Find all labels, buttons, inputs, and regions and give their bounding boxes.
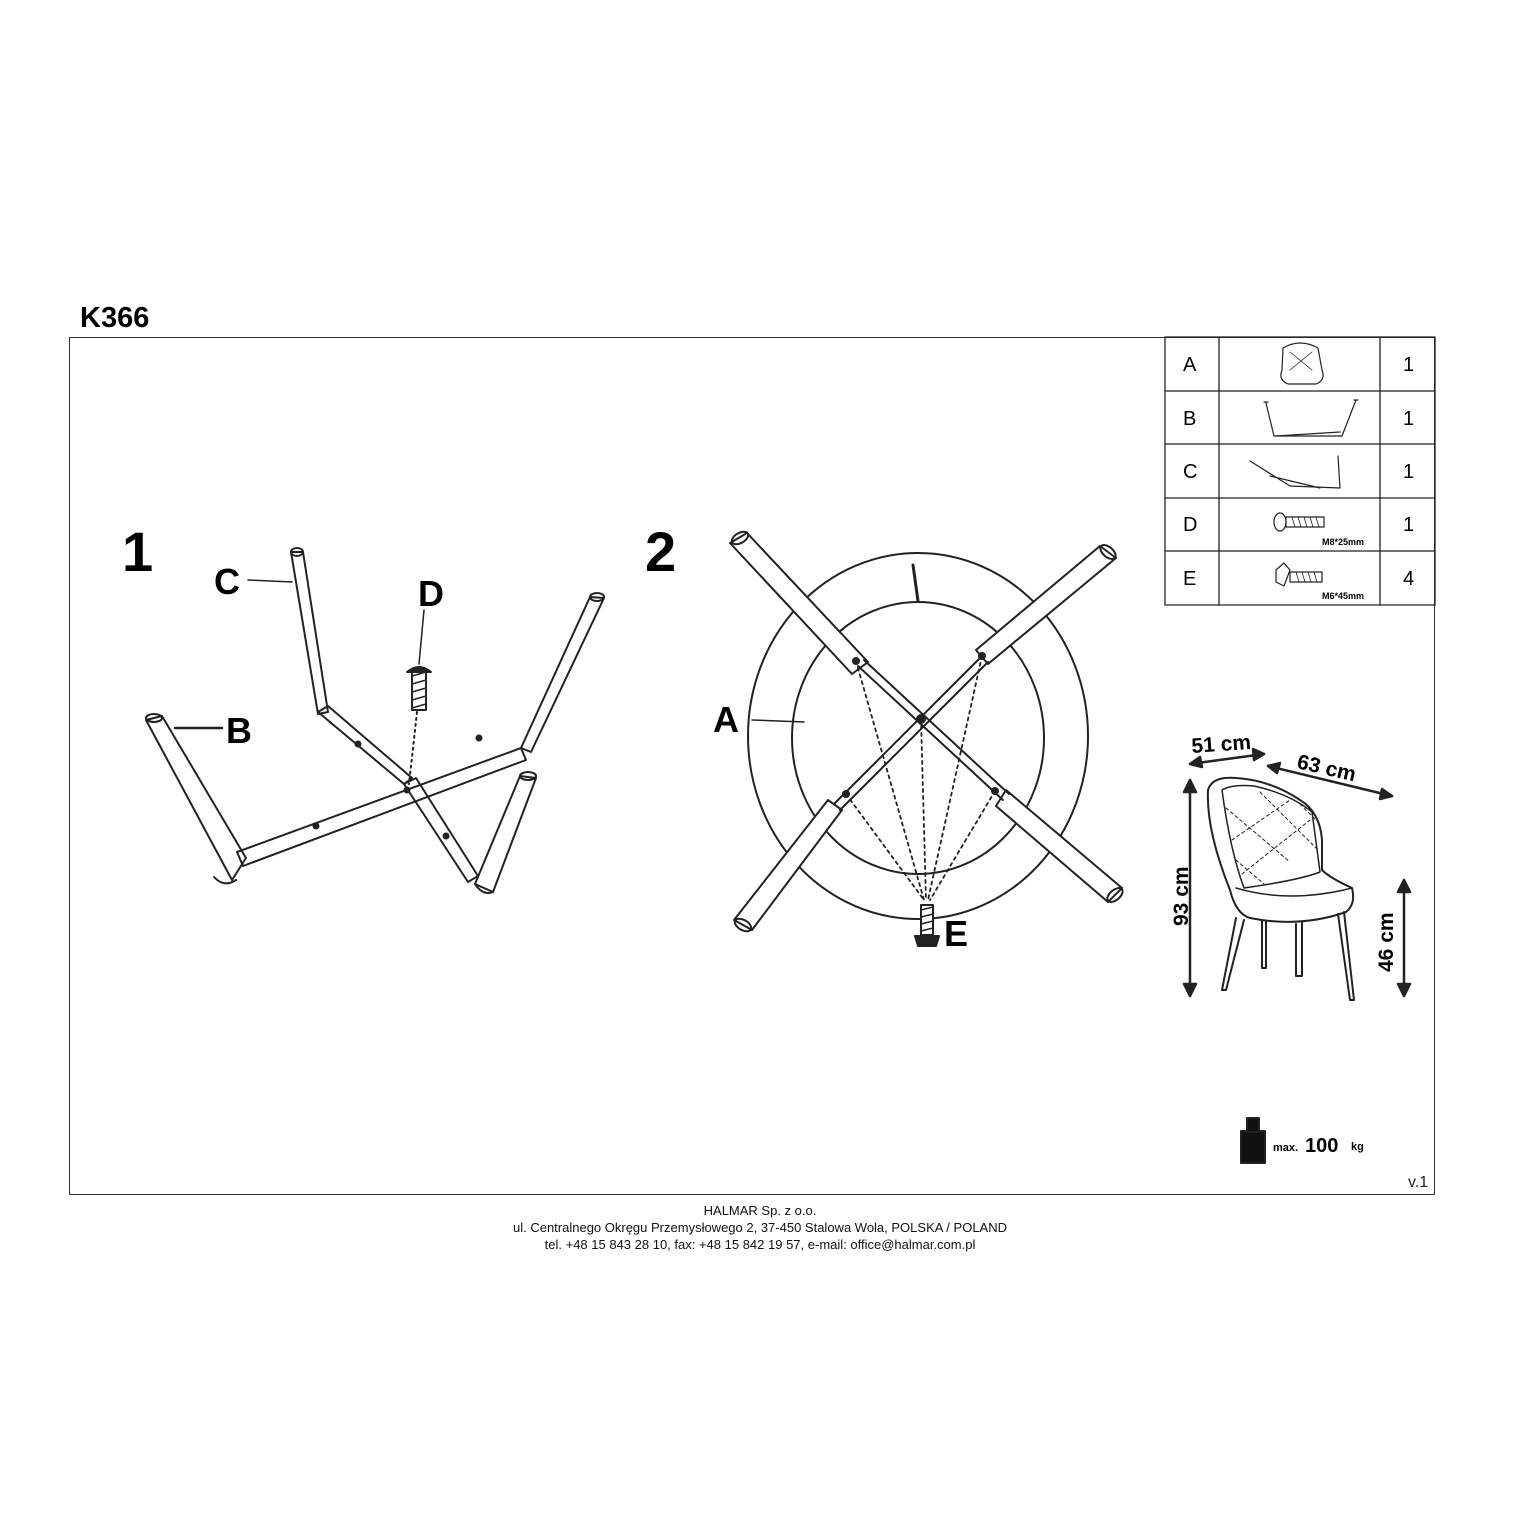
table-row-qty: 4 bbox=[1403, 568, 1414, 590]
footer: HALMAR Sp. z o.o. ul. Centralnego Okręgu… bbox=[0, 1202, 1520, 1253]
part-label-a: A bbox=[713, 699, 739, 740]
bolt-spec-e: M6*45mm bbox=[1322, 591, 1364, 601]
bolt-spec-d: M8*25mm bbox=[1322, 537, 1364, 547]
dimension-width: 51 cm bbox=[1191, 731, 1252, 758]
part-label-b: B bbox=[226, 710, 252, 751]
table-row-id: D bbox=[1183, 514, 1197, 536]
footer-address: ul. Centralnego Okręgu Przemysłowego 2, … bbox=[512, 1220, 1007, 1235]
seat-icon bbox=[1280, 342, 1324, 385]
part-label-e: E bbox=[944, 913, 968, 954]
part-label-d: D bbox=[418, 573, 444, 614]
table-row-qty: 1 bbox=[1403, 354, 1414, 376]
bolt-icon bbox=[1275, 562, 1323, 587]
leg-frame-icon bbox=[1249, 455, 1341, 489]
parts-table-grid bbox=[1164, 336, 1436, 606]
step1-frame-drawing bbox=[145, 547, 605, 894]
table-row-id: C bbox=[1183, 461, 1197, 483]
step-2-number: 2 bbox=[645, 520, 676, 583]
footer-contact: tel. +48 15 843 28 10, fax: +48 15 842 1… bbox=[544, 1237, 976, 1252]
version-label: v.1 bbox=[1408, 1174, 1429, 1191]
dimension-chair-drawing bbox=[1206, 776, 1355, 1001]
dimension-seat-height: 46 cm bbox=[1375, 912, 1398, 972]
max-load-value: 100 bbox=[1305, 1135, 1338, 1157]
model-title: K366 bbox=[80, 302, 150, 334]
table-row-qty: 1 bbox=[1403, 514, 1414, 536]
max-load-unit: kg bbox=[1351, 1141, 1364, 1153]
max-load-prefix: max. bbox=[1273, 1142, 1298, 1154]
step-1-number: 1 bbox=[122, 520, 153, 583]
dimension-height: 93 cm bbox=[1170, 866, 1193, 926]
table-row-id: E bbox=[1183, 568, 1196, 590]
bolt-icon bbox=[1273, 512, 1325, 532]
table-row-qty: 1 bbox=[1403, 408, 1414, 430]
drawing-frame bbox=[69, 337, 1435, 1195]
part-label-c: C bbox=[214, 561, 240, 602]
weight-icon bbox=[1240, 1117, 1266, 1164]
leg-frame-icon bbox=[1263, 399, 1359, 437]
dimension-arrows bbox=[1182, 747, 1412, 998]
table-row-id: B bbox=[1183, 408, 1196, 430]
footer-company: HALMAR Sp. z o.o. bbox=[703, 1203, 817, 1218]
table-row-qty: 1 bbox=[1403, 461, 1414, 483]
step2-seat-drawing bbox=[729, 530, 1124, 947]
table-row-id: A bbox=[1183, 354, 1197, 376]
